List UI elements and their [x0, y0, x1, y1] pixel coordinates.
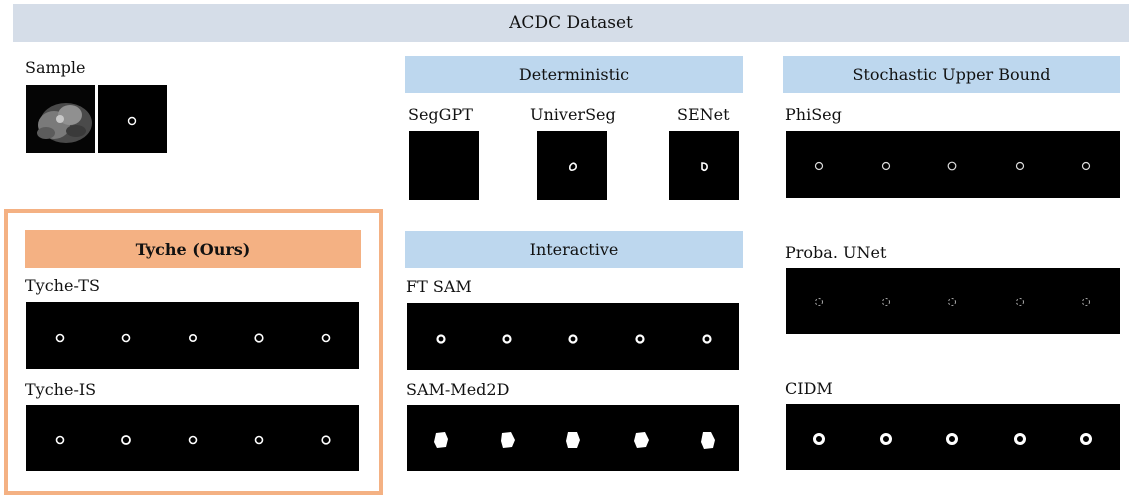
phiseg-strip: [786, 131, 1120, 198]
stochastic-header: Stochastic Upper Bound: [783, 56, 1120, 93]
interactive-title: Interactive: [529, 240, 619, 259]
sample-mri-image: [26, 85, 95, 153]
probaunet-label: Proba. UNet: [785, 243, 887, 262]
tycheis-label: Tyche-IS: [25, 380, 97, 399]
probaunet-strip: [786, 268, 1120, 334]
seggpt-label: SegGPT: [408, 105, 473, 124]
seggpt-mask: [409, 131, 479, 200]
tychets-strip: [26, 302, 359, 369]
universeg-label: UniverSeg: [530, 105, 616, 124]
tychets-label: Tyche-TS: [25, 276, 100, 295]
dataset-title: ACDC Dataset: [509, 13, 633, 33]
cidm-label: CIDM: [785, 379, 833, 398]
tyche-header: Tyche (Ours): [25, 230, 361, 268]
senet-mask: [669, 131, 739, 200]
phiseg-label: PhiSeg: [785, 105, 842, 124]
sample-ground-truth-mask: [98, 85, 167, 153]
ftsam-strip: [407, 303, 739, 370]
sample-label: Sample: [25, 58, 86, 77]
deterministic-header: Deterministic: [405, 56, 743, 93]
interactive-header: Interactive: [405, 231, 743, 268]
mri-slice-graphic: [37, 103, 92, 143]
tycheis-strip: [26, 405, 359, 471]
tyche-highlight-box: [4, 209, 383, 495]
ftsam-label: FT SAM: [406, 277, 472, 296]
sammed2d-label: SAM-Med2D: [406, 380, 510, 399]
cidm-strip: [786, 404, 1120, 470]
dataset-banner: ACDC Dataset: [13, 4, 1129, 42]
universeg-mask: [537, 131, 607, 200]
sammed2d-strip: [407, 405, 739, 471]
tyche-title: Tyche (Ours): [135, 239, 251, 259]
deterministic-title: Deterministic: [518, 65, 630, 84]
stochastic-title: Stochastic Upper Bound: [852, 65, 1051, 84]
senet-label: SENet: [677, 105, 730, 124]
